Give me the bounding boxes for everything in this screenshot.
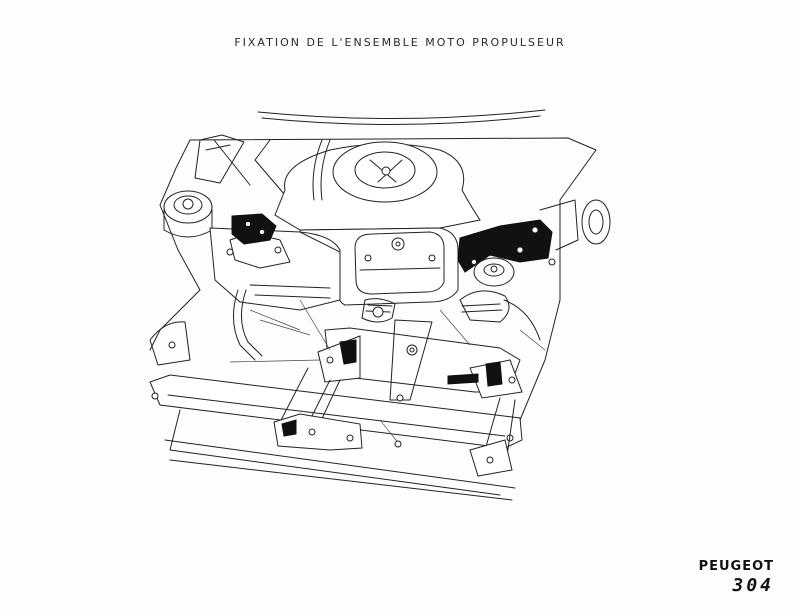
gearbox-breather	[459, 257, 515, 323]
scuttle-panel	[257, 109, 546, 126]
right-strut-tower	[581, 199, 611, 245]
linkage-rods	[229, 299, 546, 448]
diagram-title: FIXATION DE L'ENSEMBLE MOTO PROPULSEUR	[234, 36, 566, 49]
left-engine-mount	[231, 213, 277, 245]
right-subframe-bracket	[469, 439, 513, 477]
air-filter-housing	[274, 141, 481, 231]
engine-block	[209, 227, 341, 311]
rocker-cover	[299, 227, 459, 306]
gear-linkage-boot	[361, 298, 396, 323]
coolant-hoses	[233, 139, 541, 361]
left-strut-tower	[163, 190, 213, 238]
right-lower-mount	[447, 359, 523, 471]
subframe	[149, 374, 523, 501]
right-engine-mount	[457, 199, 579, 273]
brand-make: PEUGEOT	[698, 559, 774, 574]
engine-bay-outline	[149, 137, 597, 421]
brand-model: 304	[732, 575, 774, 596]
peugeot-logo: PEUGEOT 304	[664, 559, 774, 596]
left-wheel-arch	[149, 321, 191, 366]
left-subframe-bracket	[273, 413, 363, 451]
battery-tray	[194, 134, 245, 184]
